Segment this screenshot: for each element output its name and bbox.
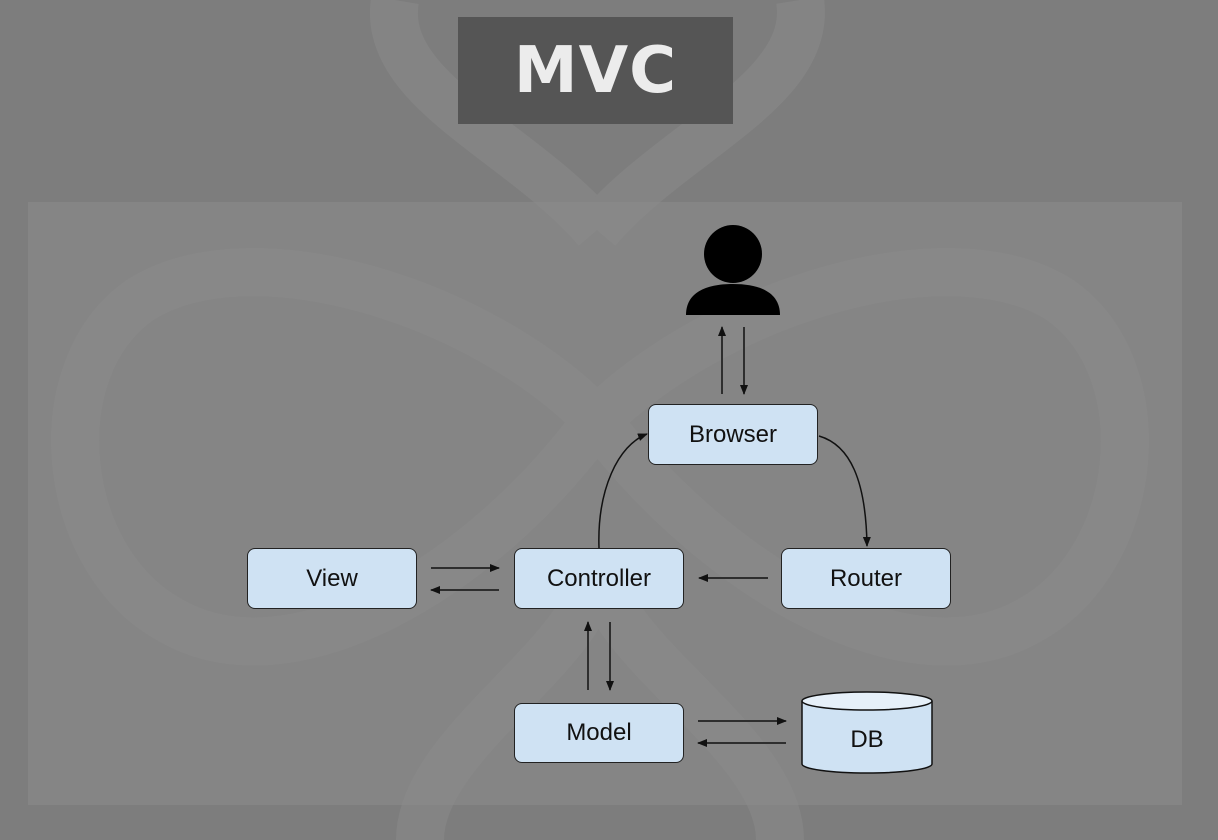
model-node: Model	[514, 703, 684, 763]
user-icon	[686, 225, 780, 315]
view-label: View	[306, 564, 358, 592]
title-banner: MVC	[458, 17, 733, 124]
controller-node: Controller	[514, 548, 684, 609]
db-cylinder	[801, 691, 933, 774]
arrow-browser-to-router	[818, 435, 871, 547]
slide-title: MVC	[513, 33, 678, 108]
db-label: DB	[850, 726, 884, 753]
router-label: Router	[829, 564, 903, 592]
browser-label: Browser	[688, 420, 778, 448]
router-node: Router	[781, 548, 951, 609]
controller-label: Controller	[546, 564, 652, 592]
model-label: Model	[566, 719, 632, 746]
view-node: View	[247, 548, 417, 609]
arrow-controller-to-browser	[598, 433, 648, 549]
browser-node: Browser	[648, 404, 818, 465]
